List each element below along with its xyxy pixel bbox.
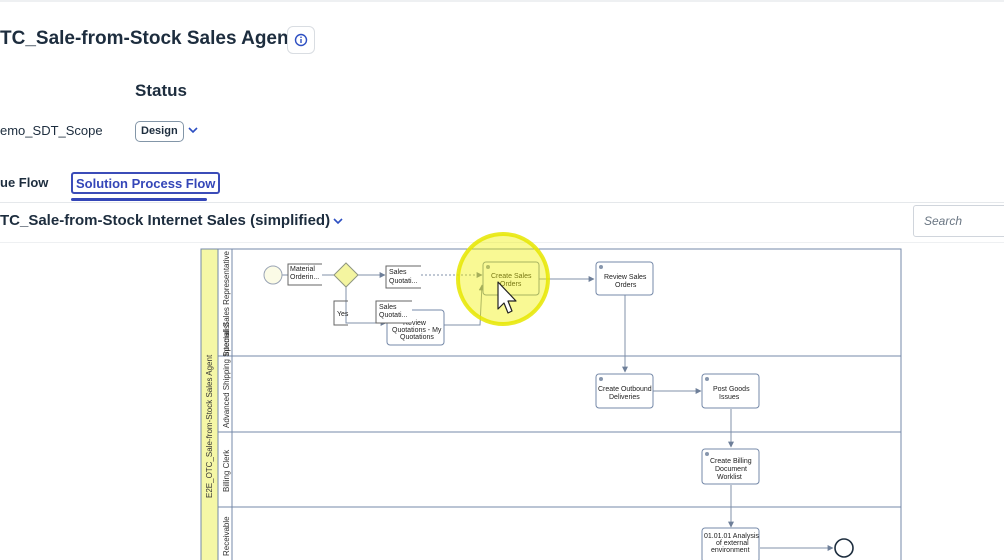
lane-label-shipping: Advanced Shipping Specialist — [222, 322, 231, 428]
info-icon — [294, 33, 308, 47]
svg-text:Issues: Issues — [719, 394, 740, 401]
svg-text:Material: Material — [290, 266, 315, 273]
svg-text:Create Sales: Create Sales — [491, 273, 532, 280]
status-chevron-down-icon[interactable] — [186, 123, 200, 137]
pool-label: E2E_OTC_Sale-from-Stock Sales Agent — [205, 354, 214, 498]
tab-divider — [0, 202, 1004, 203]
svg-text:Deliveries: Deliveries — [609, 394, 640, 401]
info-button[interactable] — [287, 26, 315, 54]
task-sales-quotation-overlap[interactable]: Sales Quotati... — [375, 300, 412, 324]
end-event[interactable] — [834, 538, 854, 558]
svg-text:Post Goods: Post Goods — [713, 386, 750, 393]
canvas-divider — [0, 242, 1004, 243]
task-create-outbound-deliveries[interactable]: Create Outbound Deliveries — [595, 373, 654, 409]
lane-label-internal-sales: Internal Sales Representative — [222, 251, 231, 357]
cursor-highlight — [456, 232, 550, 326]
svg-text:Sales: Sales — [379, 304, 397, 311]
svg-text:Orderin...: Orderin... — [290, 274, 319, 281]
scope-value: emo_SDT_Scope — [0, 123, 103, 138]
active-tab-indicator — [71, 198, 207, 201]
svg-text:Create Billing: Create Billing — [710, 458, 752, 465]
tab-solution-process-flow[interactable]: Solution Process Flow — [71, 172, 221, 194]
svg-text:Yes: Yes — [337, 311, 349, 318]
svg-text:environment: environment — [711, 547, 750, 554]
svg-text:Create Outbound: Create Outbound — [598, 386, 652, 393]
svg-text:Orders: Orders — [615, 282, 637, 289]
svg-text:Review: Review — [403, 320, 427, 327]
svg-text:Quotati...: Quotati... — [389, 278, 417, 285]
svg-text:Review Sales: Review Sales — [604, 274, 647, 281]
task-analysis-external-environment[interactable]: 01.01.01 Analysis of external environmen… — [701, 527, 760, 560]
status-badge[interactable]: Design — [135, 121, 184, 142]
task-create-billing-document[interactable]: Create Billing Document Worklist — [701, 448, 760, 485]
lane-label-billing: Billing Clerk — [222, 449, 231, 492]
task-sales-quotation[interactable]: Sales Quotati... — [385, 265, 421, 289]
search-input[interactable] — [914, 206, 1004, 236]
svg-text:Document: Document — [715, 466, 747, 473]
process-flow-selector[interactable]: TC_Sale-from-Stock Internet Sales (simpl… — [0, 212, 331, 229]
svg-text:Quotations: Quotations — [400, 334, 434, 341]
top-divider — [0, 0, 1004, 2]
exclusive-gateway[interactable] — [333, 262, 359, 288]
svg-text:Quotati...: Quotati... — [379, 312, 407, 319]
page-title: TC_Sale-from-Stock Sales Agent — [0, 28, 295, 49]
lane-label-receivable: Receivable — [222, 516, 231, 556]
svg-text:Orders: Orders — [500, 281, 522, 288]
task-material-ordering[interactable]: Material Orderin... — [287, 263, 322, 286]
svg-text:01.01.01 Analysis: 01.01.01 Analysis — [704, 533, 759, 540]
search-field[interactable] — [913, 205, 1004, 237]
annotation-yes: Yes — [333, 300, 349, 326]
tab-value-flow[interactable]: ue Flow — [0, 175, 49, 190]
task-review-sales-orders[interactable]: Review Sales Orders — [595, 261, 654, 296]
status-label: Status — [135, 81, 187, 100]
mouse-pointer-icon — [497, 281, 517, 314]
svg-text:Quotations - My: Quotations - My — [392, 327, 442, 334]
svg-text:Worklist: Worklist — [717, 474, 742, 481]
svg-text:of external: of external — [716, 540, 749, 547]
start-event[interactable] — [263, 265, 283, 285]
flow-chevron-down-icon[interactable] — [331, 214, 345, 228]
task-post-goods-issues[interactable]: Post Goods Issues — [701, 373, 760, 409]
svg-text:Sales: Sales — [389, 269, 407, 276]
